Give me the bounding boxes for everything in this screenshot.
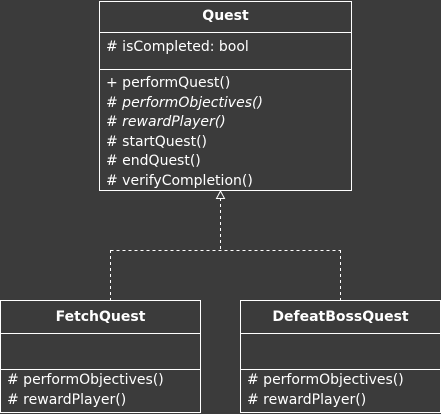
defeatbossquest-class-name: DefeatBossQuest [241, 301, 440, 334]
fetchquest-class-name: FetchQuest [1, 301, 200, 334]
fetchquest-operation: # performObjectives() [7, 372, 164, 388]
quest-operation: + performQuest() [106, 75, 231, 91]
fetchquest-class[interactable]: FetchQuest # performObjectives() # reward… [0, 300, 201, 413]
quest-class-name: Quest [100, 2, 351, 33]
defeatbossquest-class[interactable]: DefeatBossQuest # performObjectives() # r… [240, 300, 441, 413]
quest-class[interactable]: Quest # isCompleted: bool + performQuest… [99, 1, 352, 191]
inheritance-arrowhead [215, 189, 226, 199]
quest-operation: # performObjectives() [106, 94, 263, 111]
quest-operation: # rewardPlayer() [106, 114, 226, 130]
quest-operation: # verifyCompletion() [106, 172, 253, 189]
quest-operation: # endQuest() [106, 153, 201, 169]
fetchquest-attributes [1, 334, 200, 370]
fetchquest-operations: # performObjectives() # rewardPlayer() [1, 370, 200, 410]
defeatbossquest-operation: # performObjectives() [247, 372, 404, 388]
quest-attribute: # isCompleted: bool [106, 39, 249, 55]
quest-operations: + performQuest() # performObjectives() # r… [100, 70, 351, 191]
defeatbossquest-operation: # rewardPlayer() [247, 391, 367, 408]
quest-operation: # startQuest() [106, 133, 208, 150]
defeatbossquest-operations: # performObjectives() # rewardPlayer() [241, 370, 440, 410]
fetchquest-operation: # rewardPlayer() [7, 391, 127, 408]
defeatbossquest-attributes [241, 334, 440, 370]
quest-attributes: # isCompleted: bool [100, 33, 351, 70]
